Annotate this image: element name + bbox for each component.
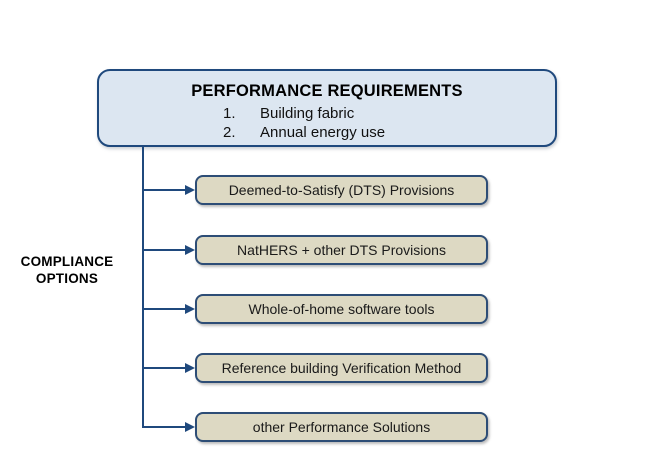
performance-requirements-title: PERFORMANCE REQUIREMENTS xyxy=(191,82,463,100)
option-box-nathers-dts: NatHERS + other DTS Provisions xyxy=(195,235,488,265)
connector-arrow-line xyxy=(142,366,186,370)
performance-requirements-list: 1. Building fabric 2. Annual energy use xyxy=(99,104,555,142)
arrow-right-icon xyxy=(185,244,195,255)
connector-arrow-line xyxy=(142,188,186,192)
option-box-whole-of-home-tools: Whole-of-home software tools xyxy=(195,294,488,324)
list-item-number: 2. xyxy=(223,124,236,141)
arrow-right-icon xyxy=(185,303,195,314)
option-row-whole-of-home: Whole-of-home software tools xyxy=(142,294,488,324)
compliance-options-label-line1: COMPLIANCE xyxy=(20,254,114,269)
option-row-performance-solutions: other Performance Solutions xyxy=(142,412,488,442)
list-item-number: 1. xyxy=(223,105,236,122)
option-box-dts-provisions: Deemed-to-Satisfy (DTS) Provisions xyxy=(195,175,488,205)
connector-arrow-line xyxy=(142,248,186,252)
compliance-options-label-line2: OPTIONS xyxy=(35,270,99,286)
list-item-text: Building fabric xyxy=(260,105,355,122)
list-item-building-fabric: 1. Building fabric xyxy=(99,104,555,123)
option-row-nathers: NatHERS + other DTS Provisions xyxy=(142,235,488,265)
option-row-dts: Deemed-to-Satisfy (DTS) Provisions xyxy=(142,175,488,205)
option-row-reference-building: Reference building Verification Method xyxy=(142,353,488,383)
connector-arrow-line xyxy=(142,307,186,311)
compliance-options-label: COMPLIANCE OPTIONS xyxy=(7,254,127,287)
list-item-text: Annual energy use xyxy=(260,124,386,141)
arrow-right-icon xyxy=(185,362,195,373)
option-box-reference-building-verification: Reference building Verification Method xyxy=(195,353,488,383)
option-box-other-performance-solutions: other Performance Solutions xyxy=(195,412,488,442)
arrow-right-icon xyxy=(185,421,195,432)
connector-arrow-line xyxy=(142,425,186,429)
performance-requirements-box: PERFORMANCE REQUIREMENTS 1. Building fabr… xyxy=(97,69,557,147)
arrow-right-icon xyxy=(185,184,195,195)
list-item-annual-energy-use: 2. Annual energy use xyxy=(99,123,555,142)
connector-trunk-line xyxy=(141,146,144,428)
